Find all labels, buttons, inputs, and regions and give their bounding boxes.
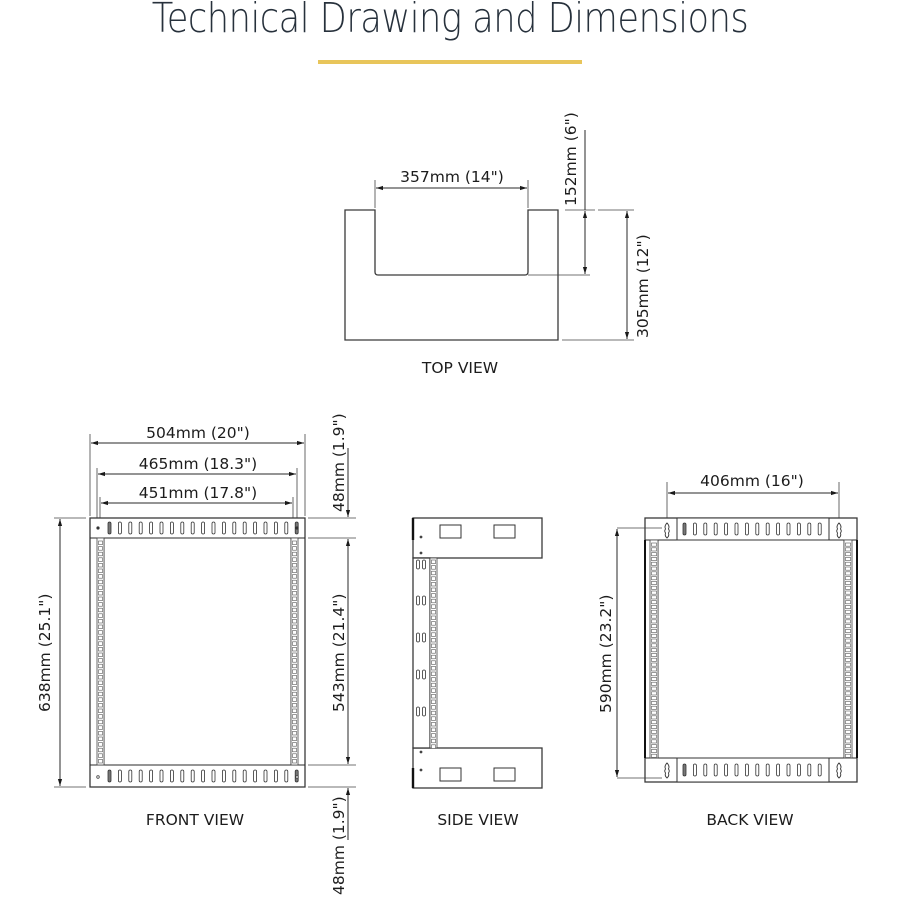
front-bottom-bar-height-label: 48mm (1.9") (330, 796, 348, 895)
back-mount-spacing-h-label: 406mm (16") (700, 472, 804, 490)
title-underline (318, 60, 582, 64)
front-inner-width-label: 451mm (17.8") (139, 484, 257, 502)
top-inner-width-label: 357mm (14") (400, 168, 504, 186)
front-total-height-label: 638mm (25.1") (36, 594, 54, 712)
back-view-label: BACK VIEW (706, 811, 793, 829)
front-inner-height-label: 543mm (21.4") (330, 594, 348, 712)
front-rail-holes (98, 540, 297, 764)
keyhole-icon (664, 522, 842, 779)
top-view-outline (344, 209, 559, 341)
top-view: 357mm (14") 152mm (6") 305mm (12") TOP V… (344, 112, 652, 377)
side-view-label: SIDE VIEW (437, 811, 518, 829)
front-outer-width-label: 504mm (20") (146, 424, 250, 442)
front-top-bar-height-label: 48mm (1.9") (330, 413, 348, 512)
front-top-slots (107, 521, 299, 535)
back-view: 406mm (16") 590mm (23.2") BACK VIEW (597, 472, 858, 829)
front-view: 504mm (20") 465mm (18.3") 451mm (17.8") … (36, 413, 356, 895)
top-view-label: TOP VIEW (421, 359, 498, 377)
page-title: Technical Drawing and Dimensions (151, 0, 749, 42)
side-top-bracket (412, 517, 543, 559)
front-rail-width-label: 465mm (18.3") (139, 455, 257, 473)
front-view-label: FRONT VIEW (146, 811, 244, 829)
side-view: SIDE VIEW (411, 517, 543, 829)
back-mount-spacing-v-label: 590mm (23.2") (597, 595, 615, 713)
front-bottom-slots (107, 769, 299, 783)
top-inner-depth-label: 152mm (6") (562, 112, 580, 206)
top-total-depth-label: 305mm (12") (634, 234, 652, 338)
side-bottom-bracket (412, 747, 543, 789)
